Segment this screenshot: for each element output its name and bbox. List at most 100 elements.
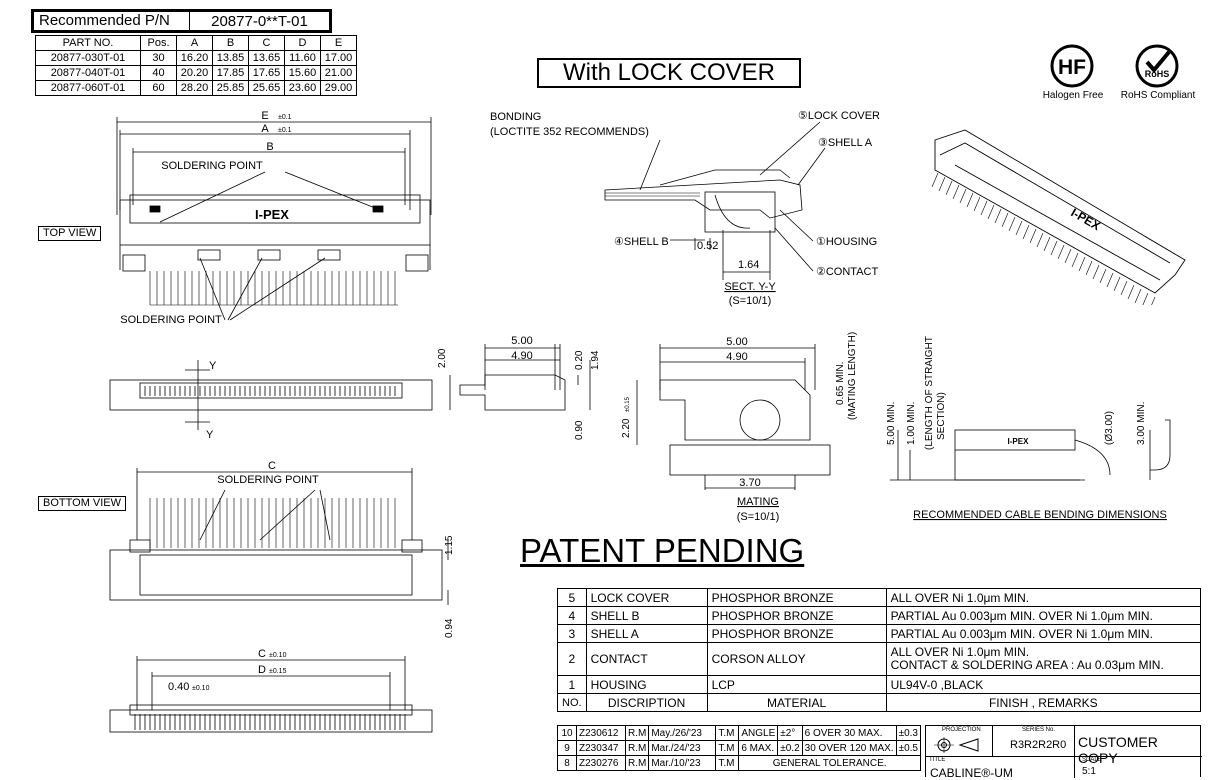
iso-finger bbox=[938, 176, 946, 192]
side-dim-490: 4.90 bbox=[511, 350, 532, 362]
bend-dim-100min: 1.00 MIN. bbox=[906, 402, 917, 445]
table-header-row: PART NO. Pos. A B C D E bbox=[35, 35, 357, 51]
rev-no: 10 bbox=[557, 725, 577, 741]
mat-material: CORSON ALLOY bbox=[706, 642, 887, 676]
drawing-title: With LOCK COVER bbox=[537, 58, 801, 88]
sect-yy-label: SECT. Y-Y bbox=[724, 281, 776, 293]
mating-dim-370: 3.70 bbox=[739, 477, 760, 489]
iso-finger bbox=[973, 196, 981, 212]
table-row: 3 SHELL A PHOSPHOR BRONZE PARTIAL Au 0.0… bbox=[557, 624, 1202, 643]
side-dim-200: 2.00 bbox=[437, 348, 448, 368]
dim-115: 1.15 bbox=[444, 535, 455, 555]
table-cell: 11.60 bbox=[284, 50, 321, 66]
tol-angle-val: ±2° bbox=[777, 725, 803, 741]
rev-date: Mar./24/'23 bbox=[648, 740, 717, 756]
dim-d-tol: ±0.15 bbox=[269, 668, 287, 675]
table-row: 20877-030T-01 30 16.20 13.85 13.65 11.60… bbox=[35, 50, 357, 66]
mating-label: MATING bbox=[737, 496, 779, 508]
bend-dim-300min: 3.00 MIN. bbox=[1136, 402, 1147, 445]
table-cell: 17.65 bbox=[248, 65, 285, 81]
rev-date: May./26/'23 bbox=[648, 725, 717, 741]
iso-finger bbox=[1008, 216, 1016, 232]
table-cell: 60 bbox=[140, 80, 177, 96]
col-header: C bbox=[248, 35, 285, 51]
table-header-row: NO. DISCRIPTION MATERIAL FINISH , REMARK… bbox=[557, 693, 1202, 712]
table-row: 20877-060T-01 60 28.20 25.85 25.65 23.60… bbox=[35, 80, 357, 96]
mat-no: 2 bbox=[557, 642, 587, 676]
mat-desc: SHELL A bbox=[585, 624, 708, 643]
table-cell: 20.20 bbox=[176, 65, 213, 81]
top-view-label: TOP VIEW bbox=[38, 226, 102, 241]
mating-dim-220: 2.20 bbox=[621, 418, 632, 438]
bend-section: SECTION) bbox=[936, 392, 947, 440]
table-cell: 25.65 bbox=[248, 80, 285, 96]
iso-finger bbox=[1022, 224, 1030, 240]
table-cell: 25.85 bbox=[212, 80, 249, 96]
mat-desc: LOCK COVER bbox=[585, 588, 708, 607]
mat-material: PHOSPHOR BRONZE bbox=[706, 606, 887, 625]
table-cell: 29.00 bbox=[320, 80, 357, 96]
dim-a-tol: ±0.1 bbox=[278, 127, 292, 134]
side-dim-500: 5.00 bbox=[511, 335, 532, 347]
dim-pitch: 0.40 bbox=[168, 681, 189, 693]
iso-finger bbox=[945, 180, 953, 196]
side-dim-194: 1.94 bbox=[590, 350, 601, 370]
table-row: 1 HOUSING LCP UL94V-0 ,BLACK bbox=[557, 675, 1202, 694]
mat-finish: ALL OVER Ni 1.0μm MIN. CONTACT & SOLDERI… bbox=[885, 642, 1202, 676]
mat-material: PHOSPHOR BRONZE bbox=[706, 588, 887, 607]
rohs-symbol: RoHS bbox=[1145, 69, 1170, 79]
col-header: D bbox=[284, 35, 321, 51]
mat-finish-line1: ALL OVER Ni 1.0μm MIN. bbox=[890, 645, 1030, 659]
rev-id: Z230612 bbox=[576, 725, 626, 741]
soldering-point-label-2: SOLDERING POINT bbox=[120, 314, 222, 326]
mat-no: 3 bbox=[557, 624, 587, 643]
dim-a-label: A bbox=[261, 123, 269, 135]
col-header: B bbox=[212, 35, 249, 51]
sect-scale: (S=10/1) bbox=[729, 295, 772, 307]
bending-caption: RECOMMENDED CABLE BENDING DIMENSIONS bbox=[913, 509, 1167, 521]
table-row: 20877-040T-01 40 20.20 17.85 17.65 15.60… bbox=[35, 65, 357, 81]
mating-dim-490: 4.90 bbox=[726, 351, 747, 363]
iso-finger bbox=[1113, 276, 1121, 292]
series-value: R3R2R2R0 bbox=[1010, 739, 1067, 751]
iso-finger bbox=[1085, 260, 1093, 276]
mating-length: (MATING LENGTH) bbox=[847, 332, 858, 420]
materials-table: 5 LOCK COVER PHOSPHOR BRONZE ALL OVER Ni… bbox=[557, 588, 1202, 712]
table-cell: 40 bbox=[140, 65, 177, 81]
mat-desc: CONTACT bbox=[585, 642, 708, 676]
recommended-value: 20877-0**T-01 bbox=[211, 12, 308, 30]
iso-finger bbox=[994, 208, 1002, 224]
cable-bending-drawing: I-PEX 5.00 MIN. 1.00 MIN. (LENGTH OF STR… bbox=[886, 336, 1171, 521]
dim-c-label-2: C bbox=[258, 648, 266, 660]
iso-finger bbox=[966, 192, 974, 208]
iso-finger bbox=[1036, 232, 1044, 248]
scale-value: 5:1 bbox=[1082, 766, 1096, 777]
table-row: 8 Z230276 R.M Mar./10/'23 T.M GENERAL TO… bbox=[557, 755, 921, 771]
revision-table: 10 Z230612 R.M May./26/'23 T.M ANGLE ±2°… bbox=[557, 725, 921, 771]
part-number-table: PART NO. Pos. A B C D E 20877-030T-01 30… bbox=[35, 35, 357, 96]
table-row: 10 Z230612 R.M May./26/'23 T.M ANGLE ±2°… bbox=[557, 725, 921, 741]
top-views-drawing: E ±0.1 A ±0.1 B SOLDERING POINT I-PEX SO… bbox=[109, 110, 455, 733]
iso-finger bbox=[1142, 292, 1149, 305]
table-cell: 21.00 bbox=[320, 65, 357, 81]
rev-by: R.M bbox=[624, 740, 650, 756]
dim-pitch-tol: ±0.10 bbox=[192, 685, 210, 692]
mat-no: 1 bbox=[557, 675, 587, 694]
iso-finger bbox=[1050, 240, 1058, 256]
rev-no: 9 bbox=[557, 740, 577, 756]
rohs-icon: RoHS bbox=[1135, 44, 1179, 88]
col-header: E bbox=[320, 35, 357, 51]
table-cell: 20877-040T-01 bbox=[35, 65, 141, 81]
iso-finger bbox=[931, 172, 939, 188]
iso-finger bbox=[1106, 272, 1114, 288]
iso-finger bbox=[1071, 252, 1079, 268]
iso-finger bbox=[952, 184, 960, 200]
mating-dim-500: 5.00 bbox=[726, 336, 747, 348]
title-block: PROJECTION SERIES No. R3R2R2R0 CUSTOMER … bbox=[925, 725, 1202, 780]
housing-label: ①HOUSING bbox=[816, 236, 877, 248]
iso-finger bbox=[1099, 268, 1107, 284]
bend-straight: (LENGTH OF STRAIGHT bbox=[924, 336, 935, 450]
mat-no: 5 bbox=[557, 588, 587, 607]
table-cell: 15.60 bbox=[284, 65, 321, 81]
cable-fingers-bottom bbox=[149, 498, 396, 548]
